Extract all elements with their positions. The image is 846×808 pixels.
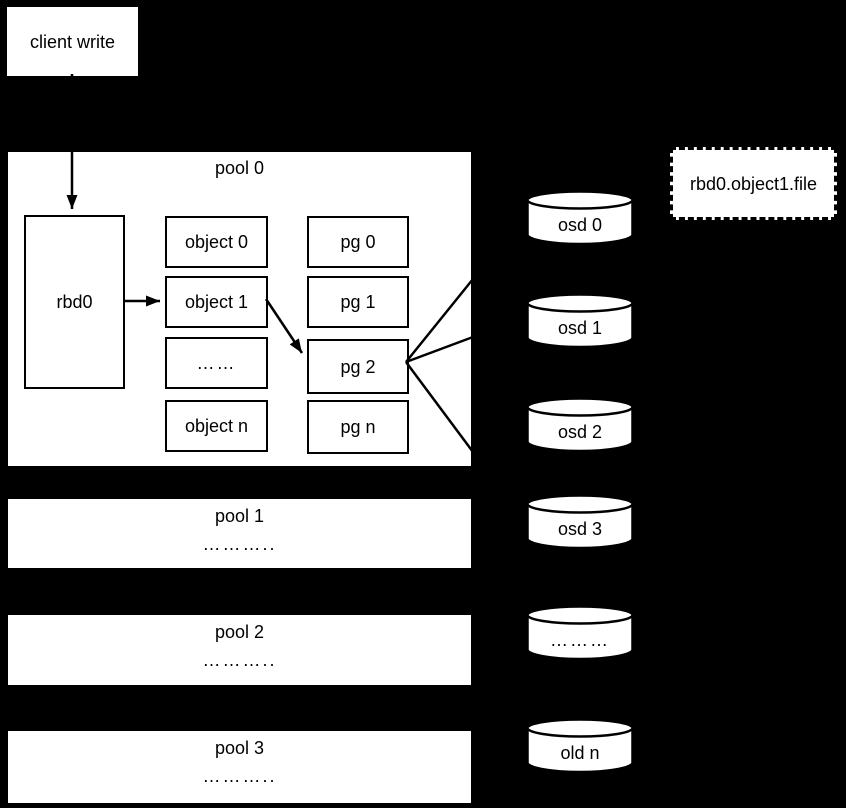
object0-label: object 0 (184, 232, 249, 252)
object-ellipsis-label: …… (196, 353, 237, 373)
annotation-box: rbd0.object1.file (670, 147, 837, 220)
osd2-cylinder: osd 2 (525, 397, 635, 454)
osd2-label: osd 2 (557, 422, 603, 442)
pgn-box: pg n (307, 400, 409, 454)
osd3-label: osd 3 (557, 519, 603, 539)
osd-ellipsis-label: ……… (550, 630, 610, 650)
object0-box: object 0 (165, 216, 268, 268)
pool3-box: pool 3 ……….. (6, 729, 473, 805)
client-write-box: client write (5, 5, 140, 78)
osd0-label: osd 0 (557, 215, 603, 235)
objectn-box: object n (165, 400, 268, 452)
osd0-cylinder: osd 0 (525, 190, 635, 247)
osd1-cylinder: osd 1 (525, 293, 635, 350)
pool0-title: pool 0 (214, 158, 265, 178)
annotation-label: rbd0.object1.file (689, 173, 818, 194)
client-write-label: client write (29, 31, 116, 52)
rbd0-box: rbd0 (24, 215, 125, 389)
pool2-title: pool 2 (214, 622, 265, 642)
pg2-box: pg 2 (307, 339, 409, 394)
pgn-label: pg n (340, 417, 376, 437)
cylinder-icon (526, 293, 634, 349)
cylinder-icon (526, 190, 634, 246)
cylinder-icon (526, 718, 634, 774)
pool2-ellipsis: ……….. (202, 650, 277, 670)
pool1-ellipsis: ……….. (202, 534, 277, 554)
pg1-box: pg 1 (307, 276, 409, 328)
pool1-title: pool 1 (214, 506, 265, 526)
object1-label: object 1 (184, 292, 249, 312)
object-ellipsis-box: …… (165, 337, 268, 389)
rbd0-label: rbd0 (56, 292, 93, 312)
cylinder-icon (526, 605, 634, 661)
pool1-box: pool 1 ……….. (6, 497, 473, 570)
cylinder-icon (526, 397, 634, 453)
osdn-label: old n (560, 743, 600, 763)
pool3-ellipsis: ……….. (202, 766, 277, 786)
osd1-label: osd 1 (557, 318, 603, 338)
pool3-title: pool 3 (214, 738, 265, 758)
osd3-cylinder: osd 3 (525, 494, 635, 551)
pg0-label: pg 0 (340, 232, 376, 252)
cylinder-icon (526, 494, 634, 550)
pool2-box: pool 2 ……….. (6, 613, 473, 687)
osdn-cylinder: old n (525, 718, 635, 775)
osd-ellipsis-cylinder: ……… (525, 605, 635, 662)
pg0-box: pg 0 (307, 216, 409, 268)
object1-box: object 1 (165, 276, 268, 328)
pg2-label: pg 2 (340, 356, 376, 377)
pool0-box: pool 0 rbd0 object 0 object 1 …… object … (6, 150, 473, 468)
pg1-label: pg 1 (340, 292, 376, 312)
objectn-label: object n (184, 416, 249, 436)
